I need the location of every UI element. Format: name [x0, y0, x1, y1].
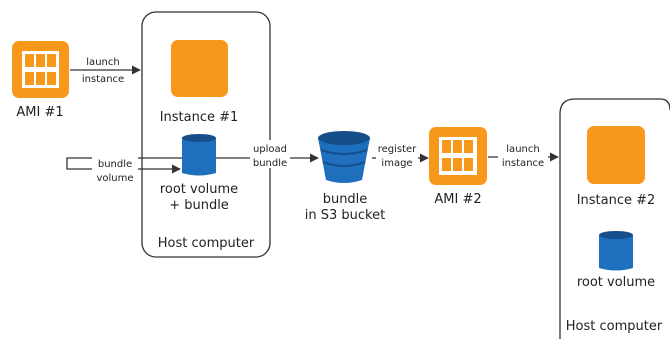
register-image-line1: register [378, 144, 417, 155]
s3-bucket-icon [318, 131, 370, 183]
ami-2-label: AMI #2 [434, 192, 481, 207]
launch-instance-1-line2: instance [82, 74, 124, 85]
ami-1-label: AMI #1 [16, 105, 63, 120]
root-volume-2-label: root volume [577, 275, 655, 290]
launch-instance-2-line1: launch [506, 144, 539, 155]
upload-bundle-line1: upload [253, 144, 287, 155]
instance-2-icon [587, 126, 645, 184]
root-volume-1-label-line2: + bundle [169, 198, 229, 213]
register-image-line2: image [381, 158, 412, 169]
ami-1-icon [12, 41, 69, 98]
host-computer-1-box [141, 11, 271, 258]
launch-instance-2-line2: instance [502, 158, 544, 169]
host-computer-2-label: Host computer [566, 319, 663, 334]
bundle-volume-line1: bundle [98, 159, 132, 170]
instance-1-icon [171, 40, 228, 97]
bundle-volume-line2: volume [96, 173, 133, 184]
root-volume-1-label-line1: root volume [160, 182, 238, 197]
root-volume-2-icon [599, 231, 633, 271]
bucket-label-line2: in S3 bucket [305, 208, 385, 223]
ami-2-icon [429, 127, 487, 185]
host-computer-1-label: Host computer [158, 236, 255, 251]
instance-1-label: Instance #1 [160, 110, 239, 125]
root-volume-1-icon [182, 134, 216, 176]
instance-2-label: Instance #2 [577, 193, 656, 208]
bucket-label-line1: bundle [323, 192, 368, 207]
launch-instance-1-line1: launch [86, 57, 119, 68]
upload-bundle-line2: bundle [253, 158, 287, 169]
host-computer-2-box [559, 98, 670, 339]
